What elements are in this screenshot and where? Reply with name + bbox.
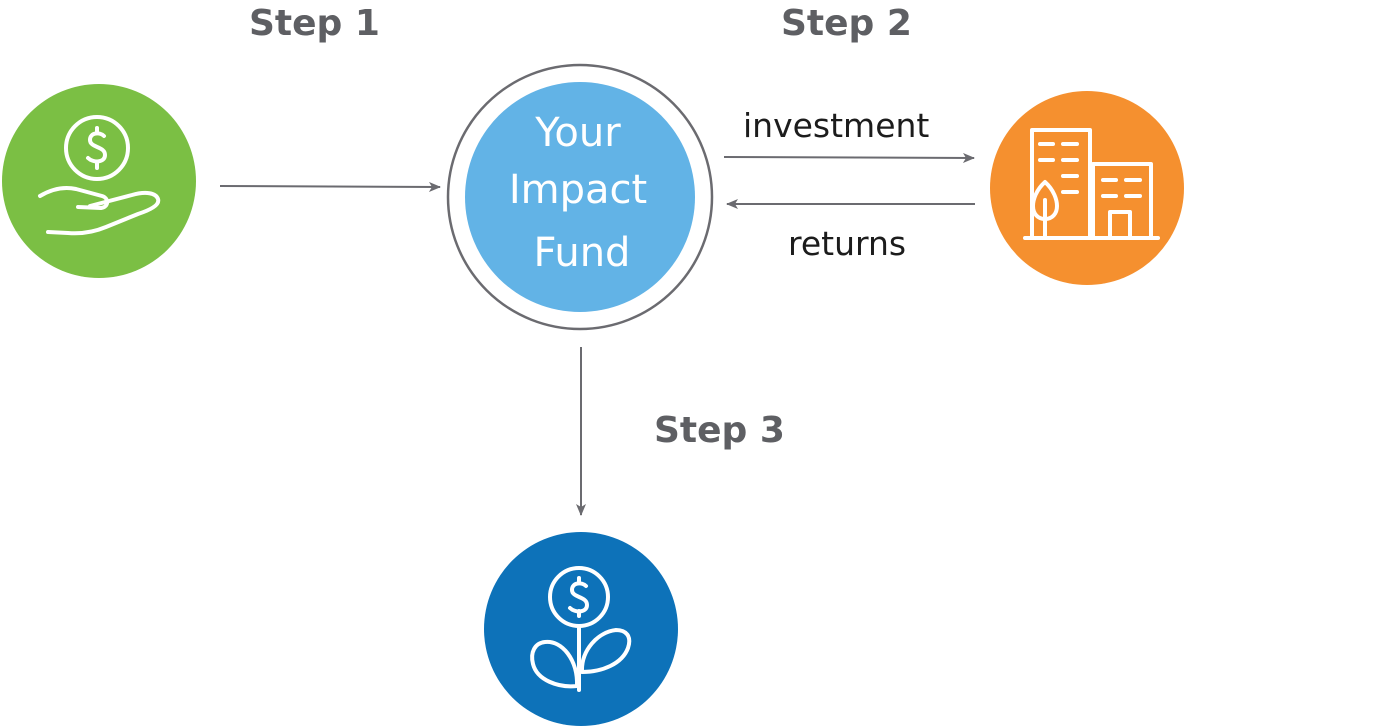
hand-dollar-icon [38,115,161,236]
buildings-tree-icon [1023,128,1160,240]
center-label-line-3: Fund [534,230,631,276]
impact-fund-circle [465,82,695,312]
impact-fund-node: Your Impact Fund [446,63,714,331]
arrow-investment [723,152,975,163]
returns-label: returns [788,224,906,263]
investment-label: investment [743,106,929,145]
step-1-label: Step 1 [249,3,380,44]
dollar-plant-icon [530,566,632,692]
business-circle [990,91,1184,285]
business-node [990,91,1184,285]
donor-node [2,84,196,278]
arrow-donor-to-fund [219,181,441,192]
center-label-line-1: Your [534,110,621,156]
donor-circle [2,84,196,278]
center-label-line-2: Impact [509,167,647,213]
step-3-label: Step 3 [654,410,785,451]
growth-node [484,532,678,726]
step-2-label: Step 2 [781,3,912,44]
